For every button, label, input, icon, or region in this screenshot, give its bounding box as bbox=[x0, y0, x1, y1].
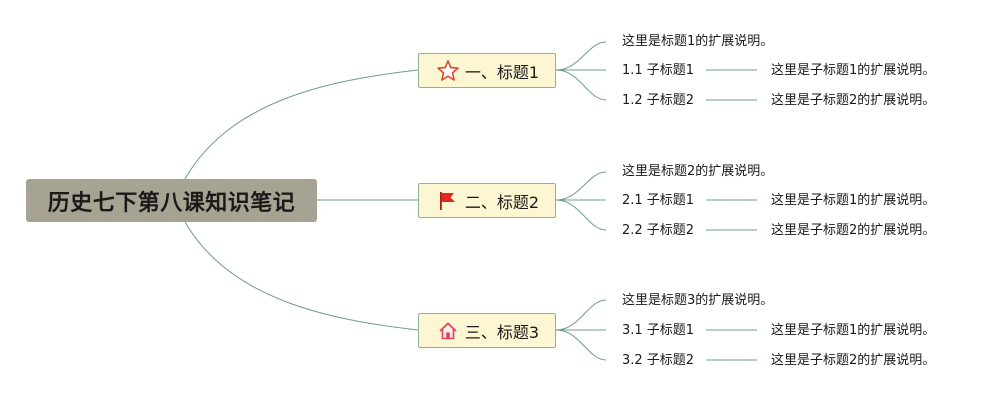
flag-icon bbox=[435, 189, 461, 213]
topic-node-2[interactable]: 二、标题2 bbox=[418, 183, 556, 218]
connector-root-topic3 bbox=[184, 221, 419, 331]
subtopic-description-3-2: 这里是子标题2的扩展说明。 bbox=[771, 353, 936, 368]
topic-node-1[interactable]: 一、标题1 bbox=[418, 53, 556, 88]
root-title: 历史七下第八课知识笔记 bbox=[47, 190, 296, 216]
connector-topic1-sub2 bbox=[555, 69, 607, 101]
connector-topic2-sub2 bbox=[555, 199, 607, 231]
root-node[interactable]: 历史七下第八课知识笔记 bbox=[26, 179, 317, 222]
connector-topic2-desc bbox=[555, 171, 607, 201]
topic-description-1: 这里是标题1的扩展说明。 bbox=[622, 34, 774, 49]
subtopic-description-3-1: 这里是子标题1的扩展说明。 bbox=[771, 323, 936, 338]
connector-topic1-desc bbox=[555, 41, 607, 71]
topic-description-3: 这里是标题3的扩展说明。 bbox=[622, 293, 774, 308]
subtopic-description-2-2: 这里是子标题2的扩展说明。 bbox=[771, 223, 936, 238]
topic-label-3: 三、标题3 bbox=[464, 322, 540, 342]
subtopic-description-1-1: 这里是子标题1的扩展说明。 bbox=[771, 63, 936, 78]
topic-description-2: 这里是标题2的扩展说明。 bbox=[622, 164, 774, 179]
topic-node-3[interactable]: 三、标题3 bbox=[418, 313, 556, 348]
home-icon bbox=[435, 319, 461, 343]
subtopic-label-1-2[interactable]: 1.2 子标题2 bbox=[622, 93, 695, 108]
connector-topic3-desc bbox=[555, 299, 607, 331]
star-icon bbox=[435, 59, 461, 83]
subtopic-label-3-2[interactable]: 3.2 子标题2 bbox=[622, 353, 695, 368]
topic-label-1: 一、标题1 bbox=[464, 62, 540, 82]
connector-root-topic1 bbox=[184, 69, 419, 180]
connector-topic3-sub2 bbox=[555, 329, 607, 361]
subtopic-label-1-1[interactable]: 1.1 子标题1 bbox=[622, 63, 695, 78]
topic-label-2: 二、标题2 bbox=[464, 192, 540, 212]
subtopic-description-1-2: 这里是子标题2的扩展说明。 bbox=[771, 93, 936, 108]
subtopic-label-2-1[interactable]: 2.1 子标题1 bbox=[622, 193, 695, 208]
subtopic-label-3-1[interactable]: 3.1 子标题1 bbox=[622, 323, 695, 338]
subtopic-description-2-1: 这里是子标题1的扩展说明。 bbox=[771, 193, 936, 208]
subtopic-label-2-2[interactable]: 2.2 子标题2 bbox=[622, 223, 695, 238]
